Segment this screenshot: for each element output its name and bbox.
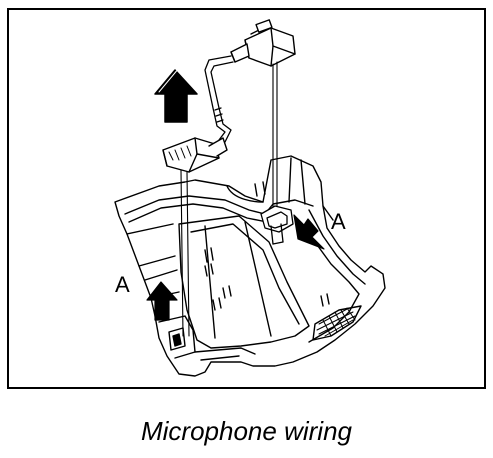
callout-label-a-right: A	[331, 209, 346, 234]
diagonal-arrow-icon	[293, 214, 325, 250]
up-arrow-icon	[146, 281, 178, 321]
up-arrow-icon	[154, 67, 198, 123]
figure-caption: Microphone wiring	[141, 416, 352, 446]
top-connector	[230, 19, 296, 67]
connector-plug-icon	[162, 137, 228, 173]
microphone-grille	[312, 305, 362, 341]
wiring-cable	[204, 55, 234, 143]
callout-label-a-left: A	[115, 272, 130, 297]
microphone-housing	[114, 155, 386, 377]
microphone-wiring-diagram	[114, 19, 386, 377]
leader-lines	[180, 61, 278, 337]
figure-frame: A A	[7, 8, 486, 389]
microphone-clip	[260, 205, 294, 245]
